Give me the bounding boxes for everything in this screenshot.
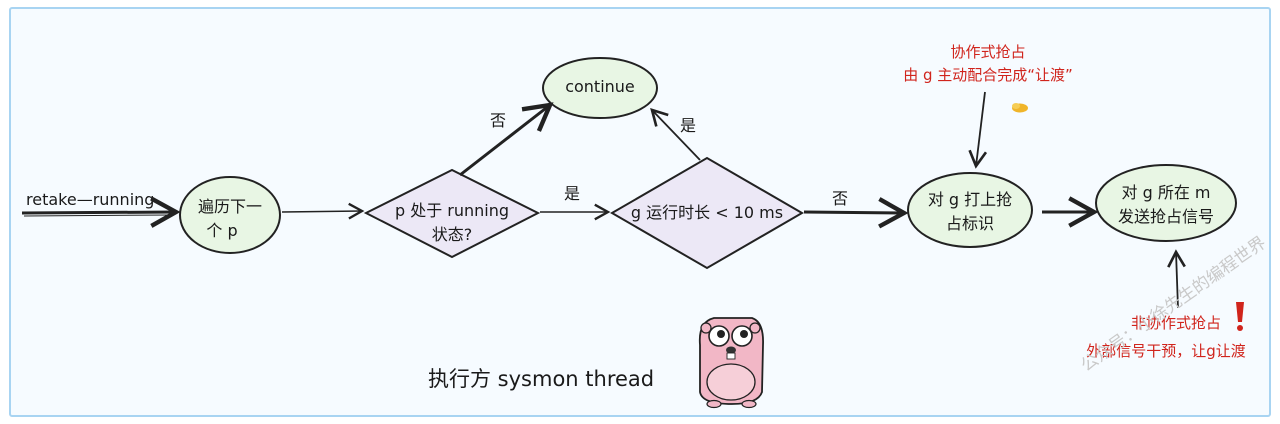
traverse-node xyxy=(179,176,281,254)
executor-label: 执行方 sysmon thread xyxy=(428,367,654,391)
continue-node xyxy=(542,57,658,119)
signal-line-1: 对 g 所在 m xyxy=(1121,183,1210,202)
mark-line-1: 对 g 打上抢 xyxy=(928,190,1012,209)
arrow-coop-to-mark xyxy=(968,91,988,169)
arrow-noncoop-to-signal xyxy=(1167,249,1186,309)
entry-arrow xyxy=(21,196,181,228)
arrow-time-to-continue xyxy=(650,108,701,161)
running-check-line-1: p 处于 running xyxy=(395,201,509,220)
edge-no-1: 否 xyxy=(490,111,506,130)
edge-yes-1: 是 xyxy=(564,184,580,203)
traverse-line-1: 遍历下一 xyxy=(198,197,262,216)
arrow-traverse-to-check xyxy=(281,202,365,220)
mark-node xyxy=(907,172,1033,248)
traverse-line-2: 个 p xyxy=(206,221,237,240)
signal-node xyxy=(1095,164,1237,242)
time-check-label: g 运行时长 < 10 ms xyxy=(631,203,783,222)
coop-desc: 由 g 主动配合完成“让渡” xyxy=(903,66,1073,84)
mark-line-2: 占标识 xyxy=(946,214,994,233)
signal-line-2: 发送抢占信号 xyxy=(1118,207,1214,226)
continue-label: continue xyxy=(565,77,635,96)
edge-yes-2: 是 xyxy=(680,116,696,135)
arrow-check-to-continue xyxy=(459,102,554,177)
entry-label: retake—running xyxy=(26,190,154,209)
edge-no-2: 否 xyxy=(832,189,848,208)
exclamation-icon xyxy=(1236,302,1244,331)
running-check-node xyxy=(363,168,541,259)
coop-title: 协作式抢占 xyxy=(950,43,1025,61)
handshake-icon xyxy=(1012,103,1028,113)
running-check-line-2: 状态? xyxy=(432,225,473,244)
entry-arrow-sketch xyxy=(23,214,173,217)
time-check-node xyxy=(610,156,804,270)
noncoop-desc: 外部信号干预，让g让渡 xyxy=(1086,342,1246,360)
arrow-time-to-mark xyxy=(803,197,909,229)
gopher-mascot xyxy=(698,317,764,409)
noncoop-title: 非协作式抢占 xyxy=(1131,314,1221,332)
